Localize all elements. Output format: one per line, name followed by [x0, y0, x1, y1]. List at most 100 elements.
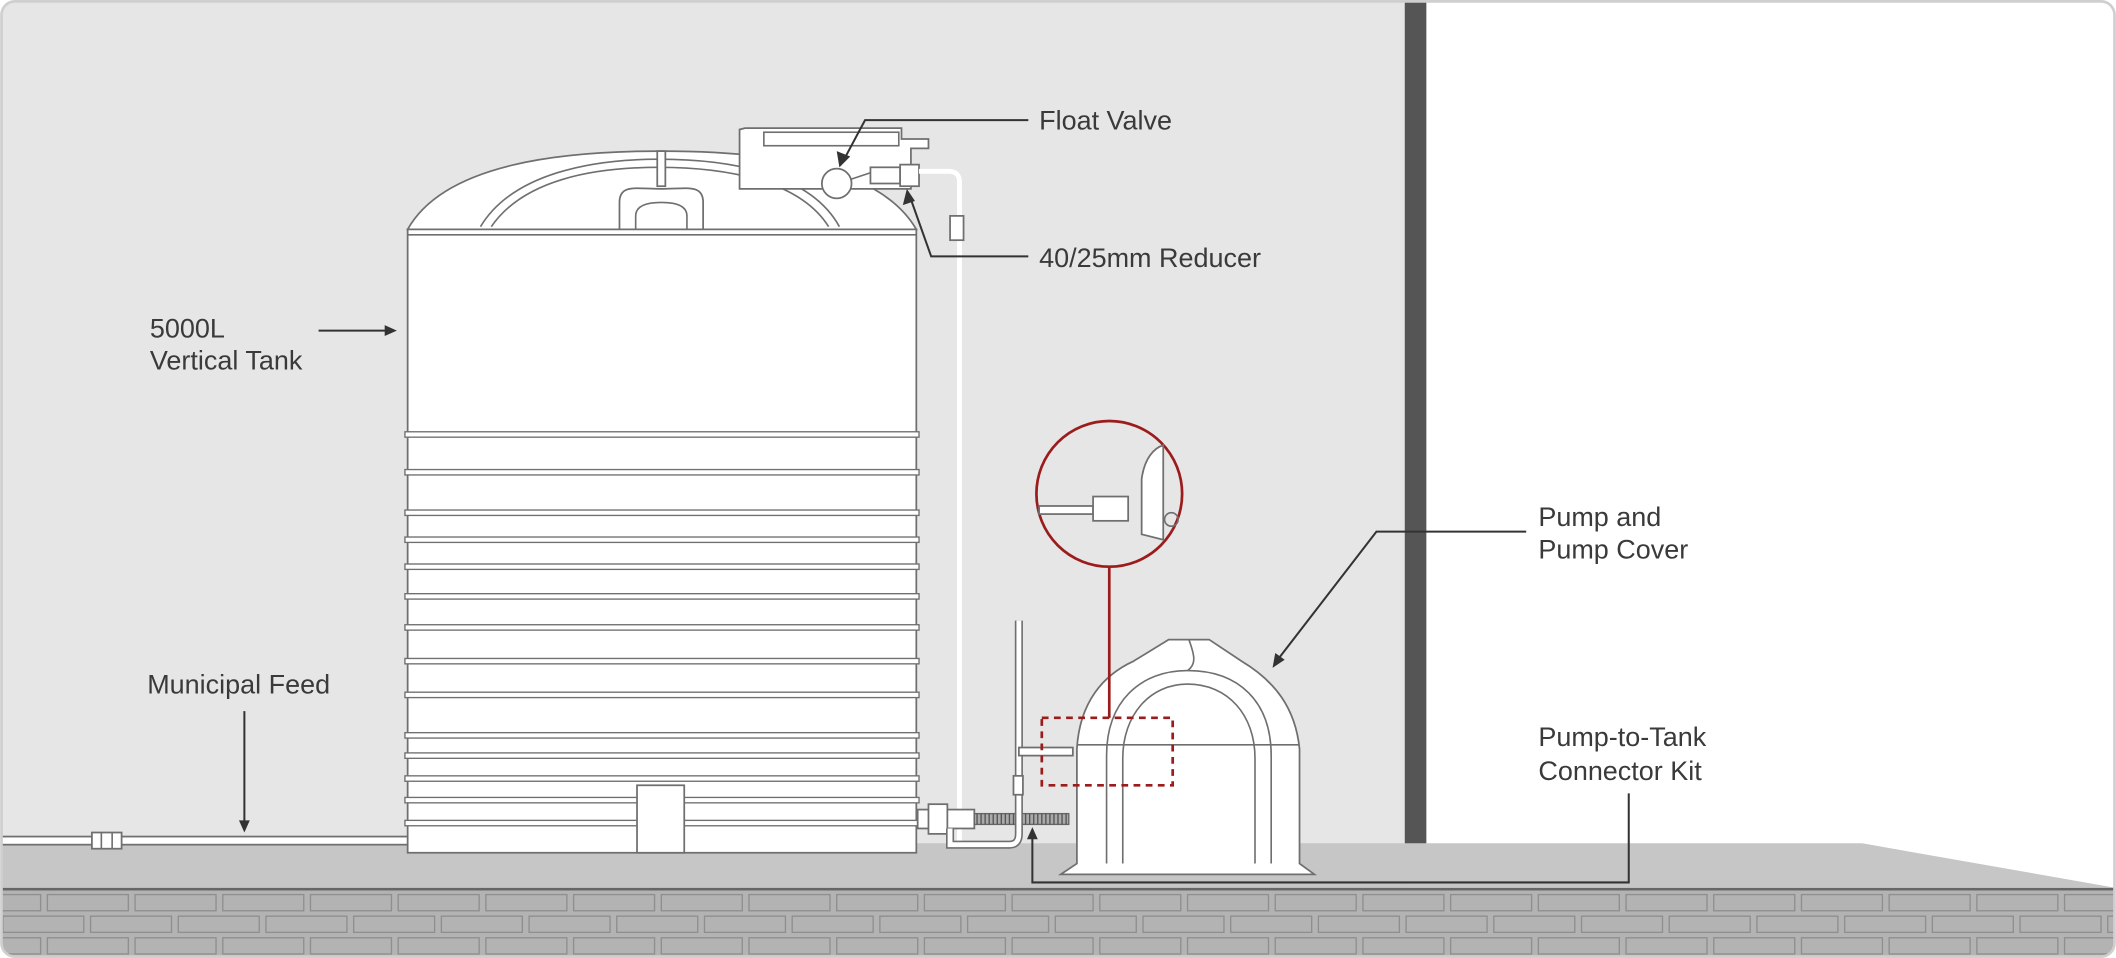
- tank-rib: [404, 691, 920, 699]
- tank-rib: [404, 563, 920, 571]
- brick: [1668, 915, 1751, 934]
- brick: [791, 915, 874, 934]
- floor: [1, 843, 2115, 888]
- brick: [528, 915, 611, 934]
- vertical-tank: [404, 127, 930, 854]
- brick: [1888, 937, 1971, 955]
- label-float-valve: Float Valve: [1039, 106, 1172, 136]
- label-tank-line2: Vertical Tank: [150, 346, 303, 376]
- brick: [309, 893, 393, 912]
- brick: [397, 937, 480, 955]
- tank-rib: [404, 593, 920, 600]
- brick: [46, 893, 130, 912]
- detail-callout: [1035, 419, 1184, 787]
- brick: [265, 915, 348, 934]
- brick: [1405, 915, 1488, 934]
- brick: [1888, 893, 1971, 912]
- brick: [1843, 915, 1927, 934]
- brick: [134, 893, 217, 912]
- brick: [1625, 893, 1708, 912]
- tank-rib: [404, 657, 920, 665]
- tank-rib: [404, 752, 920, 759]
- label-connector-line2: Connector Kit: [1538, 756, 1702, 786]
- brick: [1, 893, 42, 912]
- brick: [1274, 937, 1357, 955]
- float-valve: [820, 163, 965, 845]
- brick: [1580, 915, 1664, 934]
- brick: [485, 937, 568, 955]
- brick: [748, 937, 831, 955]
- brick: [1099, 893, 1182, 912]
- tank-rib: [404, 536, 920, 544]
- brick: [572, 893, 656, 912]
- brick: [1230, 915, 1313, 934]
- brick: [660, 893, 743, 912]
- brick: [177, 915, 260, 934]
- brick: [836, 937, 919, 955]
- brick: [309, 937, 393, 955]
- brick: [397, 893, 480, 912]
- tank-rib: [404, 775, 920, 782]
- brick: [1362, 893, 1445, 912]
- brick: [1186, 893, 1270, 912]
- brick: [440, 915, 524, 934]
- brick: [616, 915, 699, 934]
- pump-to-tank-connector-kit: [916, 620, 1074, 849]
- brick: [222, 893, 305, 912]
- brick: [1011, 893, 1094, 912]
- brick: [923, 893, 1007, 912]
- label-pump-line1: Pump and: [1538, 502, 1661, 532]
- brick: [134, 937, 217, 955]
- brick: [879, 915, 962, 934]
- tank-rib: [404, 468, 920, 476]
- brick: [923, 937, 1007, 955]
- brick: [1142, 915, 1225, 934]
- brick: [1449, 893, 1533, 912]
- brick: [2063, 937, 2115, 955]
- brick: [2063, 893, 2115, 912]
- brick: [1756, 915, 1839, 934]
- brick: [1, 937, 42, 955]
- brick: [1537, 893, 1620, 912]
- tank-rib: [404, 431, 920, 438]
- wall-column: [1404, 1, 1427, 845]
- brick: [748, 893, 831, 912]
- brick: [1274, 893, 1357, 912]
- brick: [1800, 893, 1884, 912]
- brick: [89, 915, 173, 934]
- tank-rib: [404, 731, 920, 739]
- brick: [836, 893, 919, 912]
- brick: [703, 915, 787, 934]
- brick: [485, 893, 568, 912]
- tank-rib: [404, 624, 920, 631]
- brick: [1976, 893, 2059, 912]
- brick: [46, 937, 130, 955]
- label-tank-line1: 5000L: [150, 313, 225, 343]
- label-municipal-feed: Municipal Feed: [147, 670, 330, 700]
- brick: [1713, 893, 1796, 912]
- leader-lines: [238, 119, 1630, 884]
- brick: [222, 937, 305, 955]
- brick: [1449, 937, 1533, 955]
- brick: [1317, 915, 1401, 934]
- label-connector-line1: Pump-to-Tank: [1538, 722, 1706, 752]
- brick: [1537, 937, 1620, 955]
- brick: [966, 915, 1050, 934]
- brick: [1011, 937, 1094, 955]
- label-pump-line2: Pump Cover: [1538, 535, 1688, 565]
- brick-paving: [1, 890, 2115, 957]
- label-reducer: 40/25mm Reducer: [1039, 243, 1261, 273]
- brick: [572, 937, 656, 955]
- brick: [1800, 937, 1884, 955]
- brick: [1713, 937, 1796, 955]
- tank-rib: [404, 509, 920, 517]
- brick: [1099, 937, 1182, 955]
- brick: [1054, 915, 1137, 934]
- brick: [660, 937, 743, 955]
- brick: [1186, 937, 1270, 955]
- brick: [1362, 937, 1445, 955]
- brick: [1625, 937, 1708, 955]
- brick: [1976, 937, 2059, 955]
